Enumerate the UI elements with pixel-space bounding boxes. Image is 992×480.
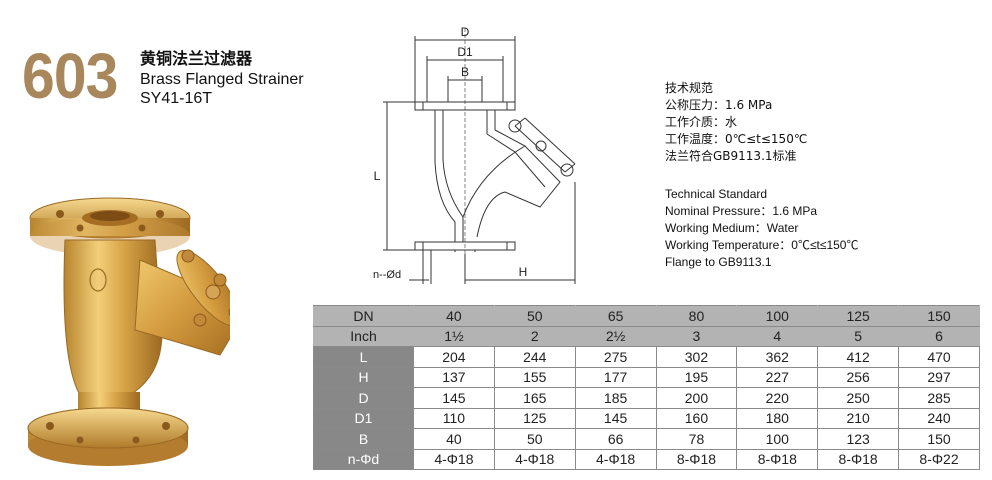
table-cell: 78 bbox=[655, 428, 738, 450]
table-cell: 4-Φ18 bbox=[413, 448, 495, 470]
spec-en-heading: Technical Standard bbox=[665, 187, 768, 201]
spec-en-medium: Working Medium：Water bbox=[665, 221, 799, 235]
dim-D-label: D bbox=[461, 25, 470, 39]
table-row-label: B bbox=[313, 428, 414, 450]
table-cell: 40 bbox=[413, 305, 495, 327]
table-cell: 185 bbox=[574, 387, 657, 409]
table-cell: 180 bbox=[736, 407, 819, 429]
spec-cn-heading: 技术规范 bbox=[665, 81, 714, 95]
table-cell: 362 bbox=[736, 346, 819, 368]
table-cell: 204 bbox=[413, 346, 495, 368]
table-cell: 80 bbox=[655, 305, 738, 327]
table-cell: 8-Φ18 bbox=[655, 448, 738, 470]
table-row-label: Inch bbox=[313, 325, 414, 347]
table-cell: 125 bbox=[817, 305, 900, 327]
technical-drawing: D D1 B L H n--Ød bbox=[373, 25, 576, 284]
table-cell: 195 bbox=[655, 366, 738, 388]
table-cell: 150 bbox=[898, 428, 980, 450]
table-cell: 200 bbox=[655, 387, 738, 409]
product-photo bbox=[27, 197, 230, 466]
spec-cn-flange-standard: 法兰符合GB9113.1标准 bbox=[665, 149, 797, 163]
table-cell: 145 bbox=[574, 407, 657, 429]
table-cell: 5 bbox=[817, 325, 900, 347]
table-cell: 125 bbox=[493, 407, 576, 429]
table-cell: 240 bbox=[898, 407, 980, 429]
table-cell: 66 bbox=[574, 428, 657, 450]
table-cell: 220 bbox=[736, 387, 819, 409]
table-cell: 177 bbox=[574, 366, 657, 388]
table-cell: 2 bbox=[493, 325, 576, 347]
table-cell: 8-Φ18 bbox=[817, 448, 900, 470]
table-row-label: n-Φd bbox=[313, 448, 414, 470]
spec-cn-pressure: 公称压力：1.6 MPa bbox=[665, 98, 773, 112]
spec-en-flange-standard: Flange to GB9113.1 bbox=[665, 255, 772, 269]
table-cell: 250 bbox=[817, 387, 900, 409]
table-cell: 40 bbox=[413, 428, 495, 450]
table-cell: 165 bbox=[493, 387, 576, 409]
table-cell: 4-Φ18 bbox=[493, 448, 576, 470]
table-cell: 275 bbox=[574, 346, 657, 368]
spec-en-block: Technical Standard Nominal Pressure：1.6 … bbox=[665, 186, 858, 271]
table-cell: 145 bbox=[413, 387, 495, 409]
product-title-cn: 黄铜法兰过滤器 bbox=[140, 49, 253, 68]
dim-H-label: H bbox=[519, 265, 528, 279]
spec-cn-block: 技术规范 公称压力：1.6 MPa 工作介质：水 工作温度：0℃≤t≤150℃ … bbox=[665, 80, 807, 165]
table-cell: 2½ bbox=[574, 325, 657, 347]
table-cell: 470 bbox=[898, 346, 980, 368]
table-cell: 8-Φ22 bbox=[898, 448, 980, 470]
table-cell: 150 bbox=[898, 305, 980, 327]
table-cell: 1½ bbox=[413, 325, 495, 347]
table-cell: 6 bbox=[898, 325, 980, 347]
table-cell: 302 bbox=[655, 346, 738, 368]
table-cell: 244 bbox=[493, 346, 576, 368]
dim-D1-label: D1 bbox=[457, 45, 473, 59]
table-cell: 65 bbox=[574, 305, 657, 327]
table-cell: 4 bbox=[736, 325, 819, 347]
spec-cn-medium: 工作介质：水 bbox=[665, 115, 738, 129]
table-cell: 256 bbox=[817, 366, 900, 388]
table-cell: 155 bbox=[493, 366, 576, 388]
table-cell: 4-Φ18 bbox=[574, 448, 657, 470]
product-title-en: Brass Flanged Strainer bbox=[140, 71, 304, 88]
dim-L-label: L bbox=[374, 169, 381, 183]
table-cell: 227 bbox=[736, 366, 819, 388]
table-cell: 50 bbox=[493, 305, 576, 327]
table-cell: 412 bbox=[817, 346, 900, 368]
spec-en-pressure: Nominal Pressure：1.6 MPa bbox=[665, 204, 818, 218]
table-row-label: H bbox=[313, 366, 414, 388]
table-cell: 100 bbox=[736, 428, 819, 450]
table-row-label: D bbox=[313, 387, 414, 409]
table-cell: 297 bbox=[898, 366, 980, 388]
table-cell: 123 bbox=[817, 428, 900, 450]
table-cell: 8-Φ18 bbox=[736, 448, 819, 470]
model-number: 603 bbox=[22, 40, 118, 112]
dim-nd-label: n--Ød bbox=[373, 269, 401, 281]
table-cell: 3 bbox=[655, 325, 738, 347]
spec-en-temperature: Working Temperature：0℃≤t≤150℃ bbox=[665, 238, 859, 252]
table-cell: 50 bbox=[493, 428, 576, 450]
table-row-label: D1 bbox=[313, 407, 414, 429]
spec-cn-temperature: 工作温度：0℃≤t≤150℃ bbox=[665, 132, 808, 146]
table-cell: 137 bbox=[413, 366, 495, 388]
table-cell: 160 bbox=[655, 407, 738, 429]
table-cell: 100 bbox=[736, 305, 819, 327]
table-row-label: L bbox=[313, 346, 414, 368]
table-cell: 210 bbox=[817, 407, 900, 429]
table-cell: 110 bbox=[413, 407, 495, 429]
table-cell: 285 bbox=[898, 387, 980, 409]
product-model-code: SY41-16T bbox=[140, 90, 213, 107]
table-row-label: DN bbox=[313, 305, 414, 327]
dim-B-label: B bbox=[461, 65, 469, 79]
